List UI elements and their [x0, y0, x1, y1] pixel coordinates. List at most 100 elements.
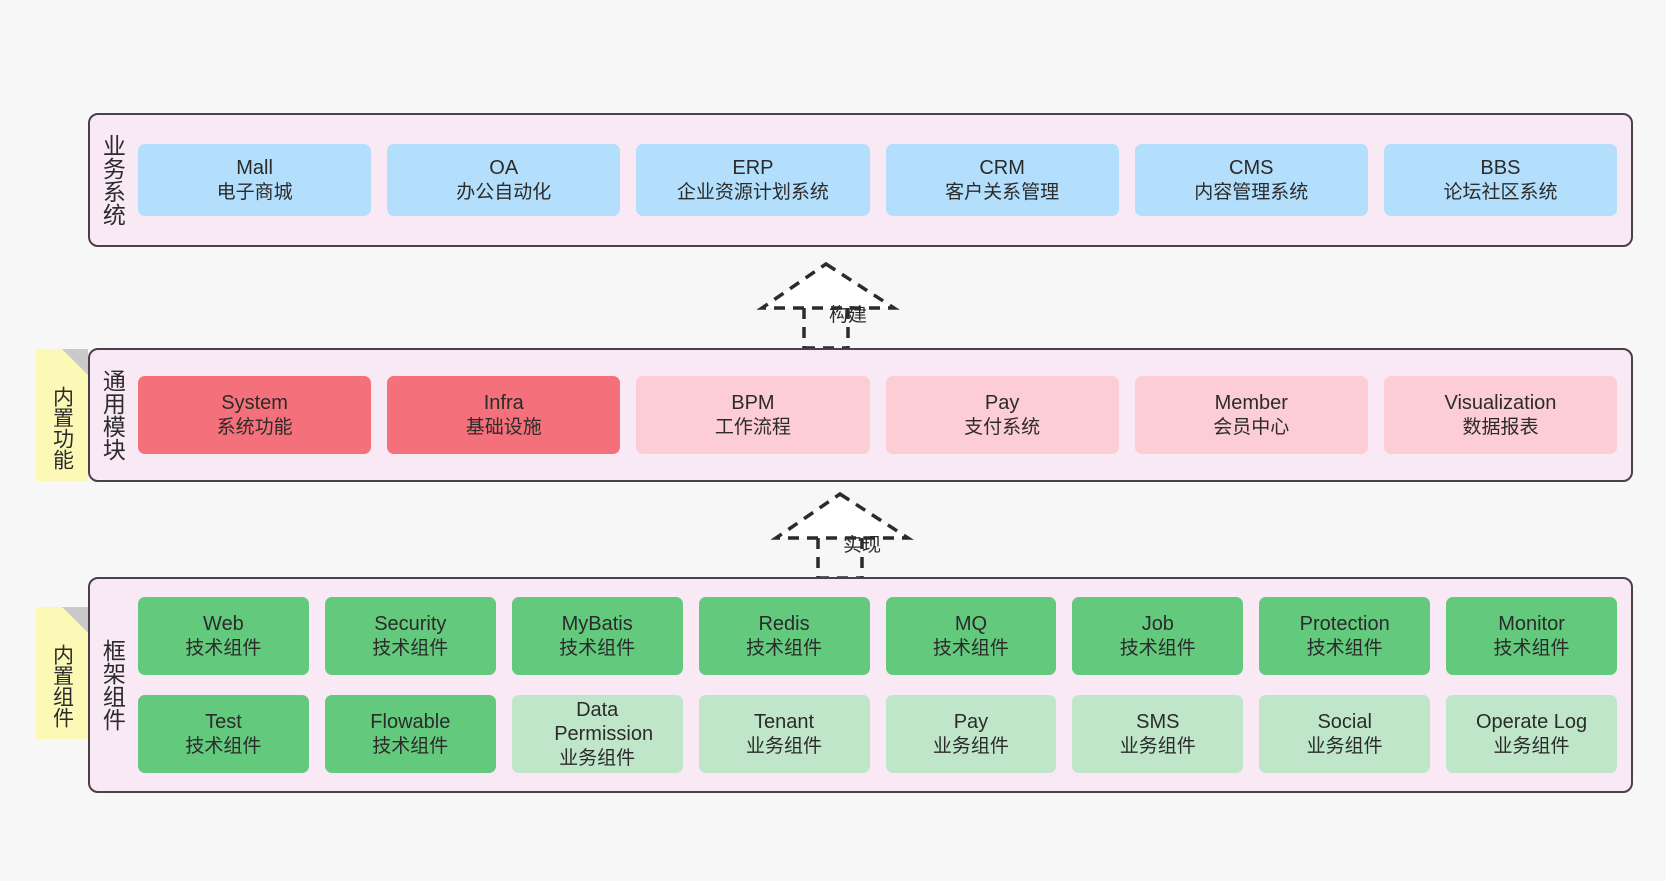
card-desc: 内容管理系统	[1194, 181, 1309, 203]
card-name: Tenant	[754, 711, 815, 734]
card-row: Mall 电子商城 OA 办公自动化 ERP 企业资源计划系统 CRM 客户关系…	[138, 144, 1618, 216]
card-desc: 技术组件	[372, 637, 449, 659]
card-desc: 技术组件	[1306, 637, 1383, 659]
card-desc: 技术组件	[1493, 637, 1570, 659]
card-name: CMS	[1229, 157, 1274, 180]
module-card-member[interactable]: Member 会员中心	[1134, 376, 1368, 454]
module-card-protection[interactable]: Protection 技术组件	[1259, 597, 1431, 675]
card-name: Security	[374, 613, 447, 636]
layer-body-business-system: Mall 电子商城 OA 办公自动化 ERP 企业资源计划系统 CRM 客户关系…	[134, 115, 1631, 245]
module-card-mq[interactable]: MQ 技术组件	[885, 597, 1057, 675]
generalization-arrow-build: 构建	[756, 261, 938, 350]
card-name: ERP	[732, 157, 774, 180]
sticky-note-builtin-feature: 内置功能	[36, 349, 88, 481]
card-desc: 办公自动化	[456, 181, 552, 203]
module-card-system[interactable]: System 系统功能	[138, 376, 372, 454]
card-name: Monitor	[1498, 613, 1565, 636]
module-card-monitor[interactable]: Monitor 技术组件	[1446, 597, 1617, 675]
module-card-sms[interactable]: SMS 业务组件	[1072, 695, 1244, 773]
sticky-note-label: 内置功能	[50, 386, 74, 470]
card-name: Protection	[1299, 613, 1390, 636]
card-name: MQ	[954, 613, 988, 636]
module-card-social[interactable]: Social 业务组件	[1259, 695, 1431, 773]
card-desc: 业务组件	[1306, 735, 1383, 757]
card-row: Test 技术组件 Flowable 技术组件 Data Permission …	[138, 695, 1617, 773]
page-fold-corner-icon	[62, 349, 88, 375]
module-card-web[interactable]: Web 技术组件	[138, 597, 309, 675]
page-fold-corner-icon	[62, 607, 88, 633]
card-name: Infra	[483, 392, 524, 415]
card-name: Flowable	[370, 711, 451, 734]
card-name: MyBatis	[561, 613, 633, 636]
module-card-pay[interactable]: Pay 支付系统	[885, 376, 1119, 454]
layer-body-framework-component: Web 技术组件 Security 技术组件 MyBatis 技术组件 Redi…	[134, 579, 1631, 791]
card-desc: 基础设施	[465, 416, 542, 438]
module-card-operate-log[interactable]: Operate Log 业务组件	[1446, 695, 1617, 773]
card-name: Operate Log	[1475, 711, 1588, 734]
module-card-job[interactable]: Job 技术组件	[1072, 597, 1244, 675]
module-card-erp[interactable]: ERP 企业资源计划系统	[636, 144, 870, 216]
module-card-mall[interactable]: Mall 电子商城	[138, 144, 372, 216]
arrow-label-implement: 实现	[842, 535, 881, 556]
sticky-note-builtin-component: 内置组件	[36, 607, 88, 739]
module-card-crm[interactable]: CRM 客户关系管理	[885, 144, 1119, 216]
card-desc: 客户关系管理	[945, 181, 1060, 203]
card-desc: 技术组件	[372, 735, 449, 757]
module-card-mybatis[interactable]: MyBatis 技术组件	[511, 597, 683, 675]
module-card-visualization[interactable]: Visualization 数据报表	[1383, 376, 1618, 454]
card-name: OA	[489, 157, 519, 180]
layer-business-system: 业务系统 Mall 电子商城 OA 办公自动化 ERP 企业资源计划系统 CRM…	[88, 113, 1633, 247]
module-card-redis[interactable]: Redis 技术组件	[698, 597, 870, 675]
card-name: Test	[205, 711, 242, 734]
card-name: System	[221, 392, 288, 415]
card-desc: 企业资源计划系统	[676, 181, 829, 203]
layer-body-common-module: System 系统功能 Infra 基础设施 BPM 工作流程 Pay 支付系统…	[134, 350, 1631, 480]
module-card-bbs[interactable]: BBS 论坛社区系统	[1383, 144, 1618, 216]
card-desc: 技术组件	[185, 735, 262, 757]
module-card-flowable[interactable]: Flowable 技术组件	[324, 695, 496, 773]
card-name: BPM	[731, 392, 775, 415]
module-card-cms[interactable]: CMS 内容管理系统	[1134, 144, 1368, 216]
layer-title-common-module: 通用模块	[99, 369, 126, 461]
module-card-data-permission[interactable]: Data Permission 业务组件	[511, 695, 683, 773]
layer-framework-component: 框架组件 Web 技术组件 Security 技术组件 MyBatis 技术组件…	[88, 577, 1633, 793]
card-desc: 系统功能	[216, 416, 293, 438]
module-card-infra[interactable]: Infra 基础设施	[387, 376, 621, 454]
card-desc: 业务组件	[746, 735, 823, 757]
module-card-security[interactable]: Security 技术组件	[324, 597, 496, 675]
card-desc: 数据报表	[1462, 416, 1539, 438]
card-name: Pay	[984, 392, 1020, 415]
card-desc: 会员中心	[1213, 416, 1290, 438]
card-desc: 支付系统	[964, 416, 1041, 438]
card-name: Member	[1214, 392, 1288, 415]
card-name: Social	[1317, 711, 1372, 734]
card-desc: 电子商城	[216, 181, 293, 203]
card-row: System 系统功能 Infra 基础设施 BPM 工作流程 Pay 支付系统…	[138, 376, 1618, 454]
module-card-oa[interactable]: OA 办公自动化	[387, 144, 621, 216]
card-name: Data Permission	[554, 699, 654, 746]
card-desc: 技术组件	[932, 637, 1009, 659]
card-desc: 技术组件	[746, 637, 823, 659]
card-name: Web	[203, 613, 244, 636]
sticky-note-label: 内置组件	[50, 644, 74, 728]
card-name: SMS	[1136, 711, 1180, 734]
card-name: Mall	[236, 157, 273, 180]
layer-title-framework-component: 框架组件	[99, 639, 126, 731]
module-card-pay-business[interactable]: Pay 业务组件	[885, 695, 1057, 773]
card-name: Visualization	[1444, 392, 1557, 415]
arrow-label-build: 构建	[828, 305, 867, 326]
card-desc: 业务组件	[1493, 735, 1570, 757]
card-name: Job	[1141, 613, 1174, 636]
card-desc: 论坛社区系统	[1443, 181, 1558, 203]
generalization-arrow-implement: 实现	[770, 491, 952, 580]
module-card-tenant[interactable]: Tenant 业务组件	[698, 695, 870, 773]
card-desc: 技术组件	[559, 637, 636, 659]
card-name: BBS	[1480, 157, 1521, 180]
card-name: Redis	[758, 613, 810, 636]
module-card-test[interactable]: Test 技术组件	[138, 695, 309, 773]
layer-title-business-system: 业务系统	[99, 134, 126, 226]
card-desc: 技术组件	[1119, 637, 1196, 659]
module-card-bpm[interactable]: BPM 工作流程	[636, 376, 870, 454]
card-desc: 工作流程	[714, 416, 791, 438]
card-row: Web 技术组件 Security 技术组件 MyBatis 技术组件 Redi…	[138, 597, 1617, 675]
